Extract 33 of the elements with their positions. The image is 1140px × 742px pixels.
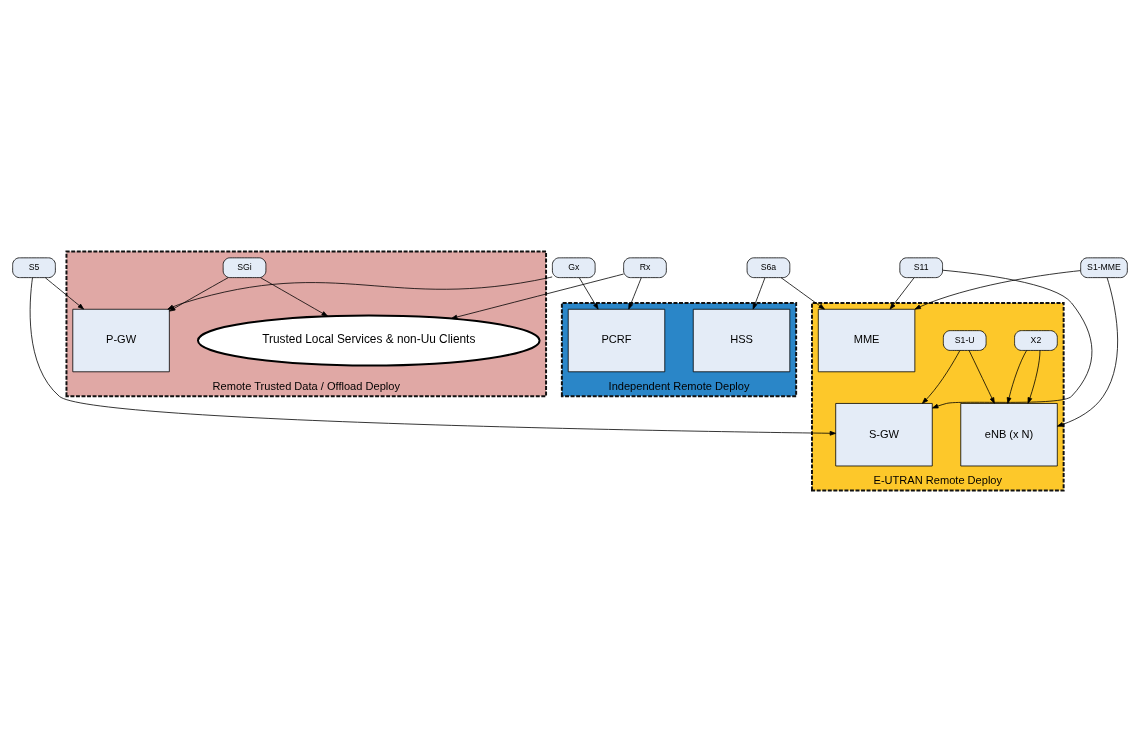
node-box: eNB (x N) — [960, 403, 1058, 467]
node-box: HSS — [692, 308, 791, 373]
arrow — [45, 277, 85, 310]
node-box: SGi — [222, 257, 267, 278]
arrow — [167, 276, 553, 310]
node-box: S11 — [899, 257, 943, 278]
node-box: X2 — [1014, 330, 1058, 351]
arrow — [1006, 350, 1027, 404]
arrow — [922, 350, 961, 404]
node-box: S1-U — [942, 330, 987, 351]
arrow — [169, 277, 229, 312]
arrow — [628, 277, 642, 310]
arrow — [29, 277, 837, 436]
node-box: S1-MME — [1080, 257, 1128, 278]
arrow — [1056, 277, 1119, 427]
arrow — [1027, 350, 1041, 404]
arrow — [889, 277, 915, 310]
node-box: S6a — [746, 257, 791, 278]
node-box: P-GW — [72, 308, 170, 373]
node-box: Gx — [552, 257, 596, 278]
arrow — [968, 350, 995, 404]
node-box: MME — [817, 308, 916, 373]
node-box: Rx — [623, 257, 667, 278]
arrow — [578, 277, 599, 310]
node-box: S5 — [12, 257, 56, 278]
node-box: PCRF — [567, 308, 666, 373]
arrow — [932, 269, 1093, 409]
arrow — [451, 273, 624, 320]
arrow — [752, 277, 766, 310]
arrow — [780, 277, 825, 310]
arrow — [260, 277, 328, 317]
node-box: S-GW — [835, 403, 933, 467]
arrow — [914, 270, 1081, 310]
